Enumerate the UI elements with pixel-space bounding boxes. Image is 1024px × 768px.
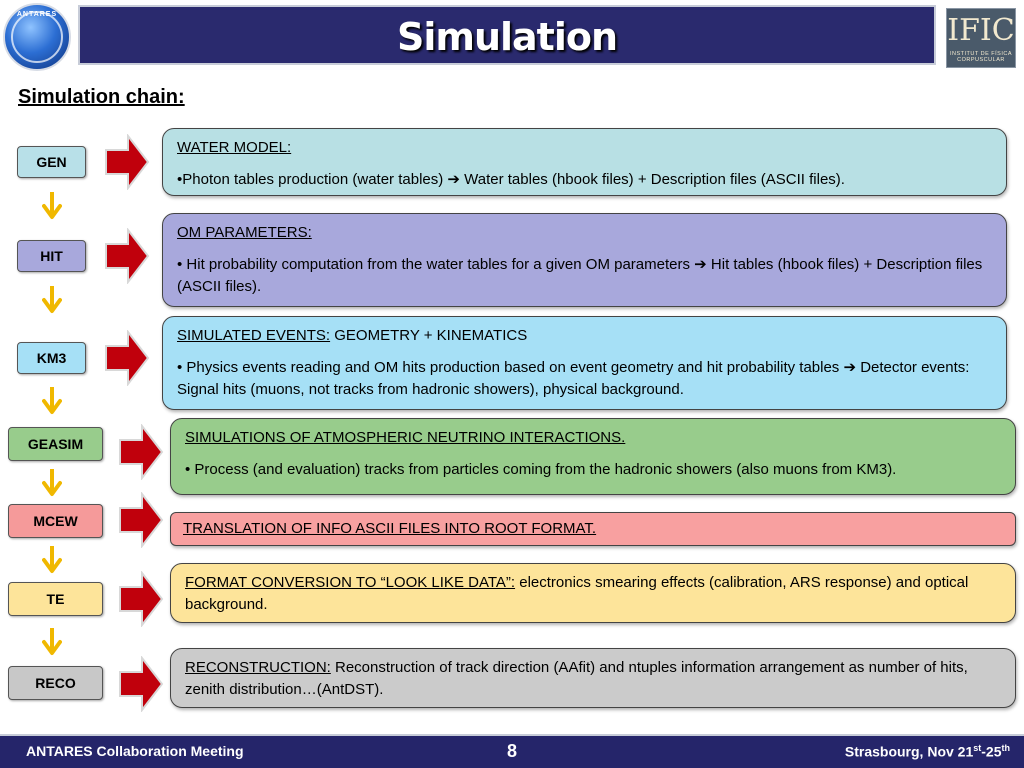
right-arrow-icon (119, 492, 164, 548)
antares-logo-text: ANTARES (16, 11, 58, 18)
om-parameters-heading: OM PARAMETERS: (177, 224, 312, 241)
antares-logo: ANTARES (3, 3, 71, 71)
page-title: Simulation (396, 15, 618, 59)
reconstruction-heading: RECONSTRUCTION: (185, 659, 331, 676)
ific-logo-subtext: INSTITUT DE FÍSICA CORPUSCULAR (949, 51, 1013, 63)
translation-heading: TRANSLATION OF INFO ASCII FILES INTO ROO… (183, 520, 597, 537)
format-conversion-heading: FORMAT CONVERSION TO “LOOK LIKE DATA”: (185, 574, 516, 591)
footer-date-sup1: st (973, 743, 982, 753)
simulated-events-box: SIMULATED EVENTS: GEOMETRY + KINEMATICS … (162, 316, 1007, 410)
right-arrow-glyph-icon: ➔ (694, 256, 707, 273)
stage-mcew: MCEW (8, 504, 103, 538)
footer-date-sup2: th (1001, 743, 1011, 753)
down-arrow-icon (42, 628, 62, 655)
reconstruction-text: Reconstruction of track direction (AAfit… (185, 659, 968, 698)
right-arrow-icon (105, 134, 150, 190)
footer-date-a: Strasbourg, Nov 21 (844, 743, 974, 760)
footer-meeting-name: ANTARES Collaboration Meeting (26, 743, 244, 759)
footer-location-date: Strasbourg, Nov 21st-25th (845, 743, 1010, 760)
down-arrow-icon (42, 387, 62, 414)
simulated-events-text-b: Detector events: Signal hits (muons, not… (177, 359, 970, 398)
footer-date-dash: -25 (981, 743, 1002, 760)
ific-logo-text: IFIC (947, 13, 1015, 48)
down-arrow-icon (42, 546, 62, 573)
title-bar: Simulation (78, 5, 936, 65)
stage-reco: RECO (8, 666, 103, 700)
footer-bar: ANTARES Collaboration Meeting 8 Strasbou… (0, 734, 1024, 768)
ific-logo: IFIC INSTITUT DE FÍSICA CORPUSCULAR (946, 8, 1016, 68)
right-arrow-icon (105, 228, 150, 284)
right-arrow-icon (119, 424, 164, 480)
simulated-events-heading: SIMULATED EVENTS: (177, 327, 331, 344)
stage-km3: KM3 (17, 342, 86, 374)
logo-ring (11, 11, 63, 63)
atmospheric-neutrino-text: • Process (and evaluation) tracks from p… (185, 461, 897, 478)
right-arrow-icon (119, 571, 164, 627)
water-model-box: WATER MODEL: •Photon tables production (… (162, 128, 1007, 196)
stage-te: TE (8, 582, 103, 616)
down-arrow-icon (42, 192, 62, 219)
water-model-text-b: Water tables (hbook files) + Description… (459, 171, 845, 188)
format-conversion-box: FORMAT CONVERSION TO “LOOK LIKE DATA”: e… (170, 563, 1016, 623)
right-arrow-glyph-icon: ➔ (447, 171, 460, 188)
down-arrow-icon (42, 286, 62, 313)
stage-gen: GEN (17, 146, 86, 178)
reconstruction-box: RECONSTRUCTION: Reconstruction of track … (170, 648, 1016, 708)
om-parameters-box: OM PARAMETERS: • Hit probability computa… (162, 213, 1007, 307)
section-title: Simulation chain: (18, 86, 185, 108)
stage-geasim: GEASIM (8, 427, 103, 461)
atmospheric-neutrino-heading: SIMULATIONS OF ATMOSPHERIC NEUTRINO INTE… (185, 429, 626, 446)
stage-hit: HIT (17, 240, 86, 272)
right-arrow-icon (105, 330, 150, 386)
water-model-text-a: •Photon tables production (water tables) (177, 171, 448, 188)
simulated-events-text-a: • Physics events reading and OM hits pro… (177, 359, 844, 376)
translation-box: TRANSLATION OF INFO ASCII FILES INTO ROO… (170, 512, 1016, 546)
om-parameters-text-b: Hit tables (hbook files) + Description f… (177, 256, 983, 295)
format-conversion-text: electronics smearing effects (calibratio… (185, 574, 969, 613)
simulated-events-heading-rest: GEOMETRY + KINEMATICS (330, 327, 528, 344)
atmospheric-neutrino-box: SIMULATIONS OF ATMOSPHERIC NEUTRINO INTE… (170, 418, 1016, 495)
right-arrow-glyph-icon: ➔ (843, 359, 857, 376)
right-arrow-icon (119, 656, 164, 712)
om-parameters-text-a: • Hit probability computation from the w… (177, 256, 695, 273)
down-arrow-icon (42, 469, 62, 496)
page-number: 8 (506, 741, 517, 761)
water-model-heading: WATER MODEL: (177, 139, 292, 156)
